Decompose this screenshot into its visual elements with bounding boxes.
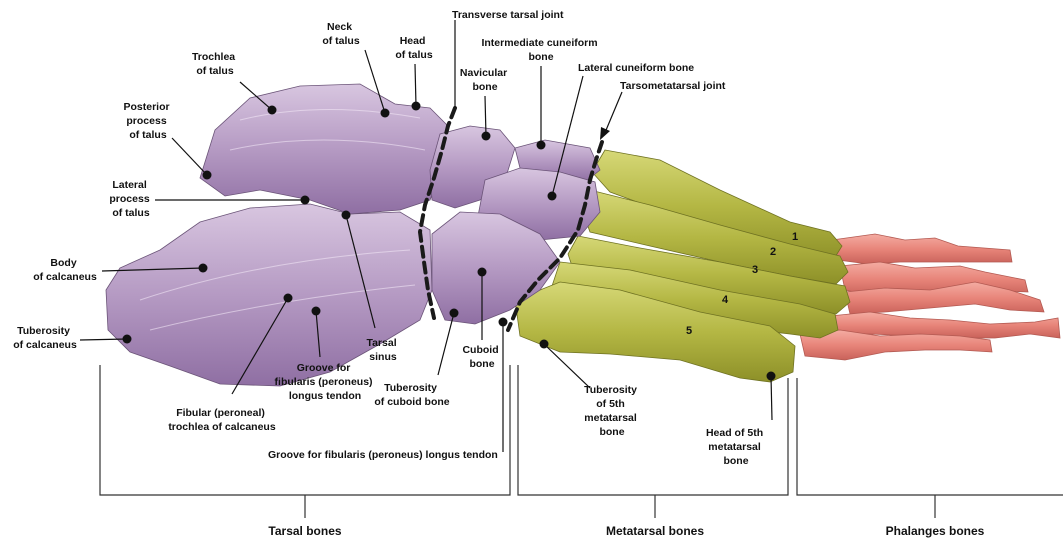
label-fibular-trochlea: Fibular (peroneal) trochlea of calcaneus [168,407,276,433]
metatarsal-number-3: 3 [752,264,758,276]
label-posterior-process: Posterior process of talus [123,101,172,141]
label-head-of-talus: Head of talus [395,35,432,61]
label-tuberosity-5th: Tuberosity of 5th metatarsal bone [584,384,640,438]
group-label-tarsal: Tarsal bones [268,524,341,538]
label-body-of-calcaneus: Body of calcaneus [33,257,97,283]
label-trochlea-of-talus: Trochlea of talus [192,51,238,77]
label-groove-long: Groove for fibularis (peroneus) longus t… [268,449,498,461]
metatarsal-number-5: 5 [686,325,692,337]
label-tarsometatarsal-joint: Tarsometatarsal joint [620,80,726,92]
label-cuboid-bone: Cuboid bone [462,344,501,370]
label-head-5th: Head of 5th metatarsal bone [706,427,766,467]
metatarsal-number-2: 2 [770,246,776,258]
label-tuberosity-of-calcaneus: Tuberosity of calcaneus [13,325,77,351]
metatarsal-number-4: 4 [722,294,729,306]
label-neck-of-talus: Neck of talus [322,21,359,47]
label-navicular-bone: Navicular bone [460,67,510,93]
group-label-metatarsal: Metatarsal bones [606,524,704,538]
label-tarsal-sinus: Tarsal sinus [366,337,399,363]
label-lateral-cuneiform: Lateral cuneiform bone [578,62,694,74]
label-lateral-process: Lateral process of talus [109,179,152,219]
label-tuberosity-cuboid: Tuberosity of cuboid bone [374,382,449,408]
talus [200,84,448,214]
group-label-phalanges: Phalanges bones [886,524,985,538]
phalanx-row-1 [832,234,1012,264]
label-transverse-tarsal-joint: Transverse tarsal joint [452,9,564,21]
label-intermediate-cuneiform: Intermediate cuneiform bone [481,37,600,63]
metatarsal-number-1: 1 [792,231,798,243]
tarsal-bones [106,84,600,386]
bracket-phalanges [797,378,1063,518]
